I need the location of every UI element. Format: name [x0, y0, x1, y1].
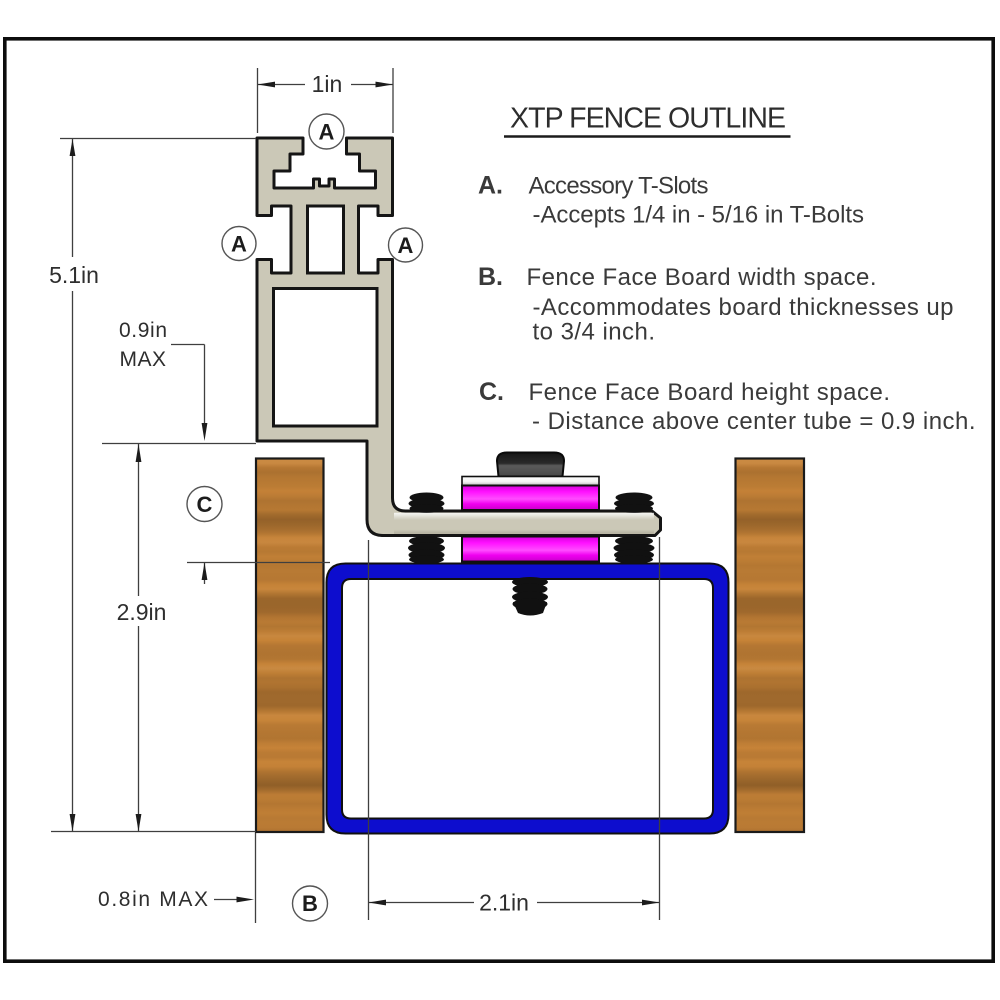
svg-text:C.: C. — [479, 378, 504, 406]
svg-text:0.9in: 0.9in — [119, 319, 167, 342]
svg-text:2.9in: 2.9in — [117, 599, 167, 625]
svg-text:A: A — [319, 120, 335, 145]
svg-text:Accessory T-Slots: Accessory T-Slots — [529, 173, 709, 200]
svg-text:Fence Face Board width space.: Fence Face Board width space. — [527, 264, 877, 291]
svg-text:C: C — [197, 492, 213, 517]
svg-text:Fence Face Board height space.: Fence Face Board height space. — [529, 379, 891, 406]
svg-text:A.: A. — [478, 172, 503, 200]
svg-text:B: B — [302, 891, 318, 916]
svg-text:A: A — [231, 232, 247, 257]
svg-text:2.1in: 2.1in — [479, 890, 529, 916]
svg-text:0.8in MAX: 0.8in MAX — [98, 888, 208, 911]
svg-text:XTP FENCE OUTLINE: XTP FENCE OUTLINE — [510, 103, 786, 135]
svg-text:- Distance above center tube =: - Distance above center tube = 0.9 inch. — [532, 408, 976, 435]
svg-text:-Accommodates board thicknesse: -Accommodates board thicknesses up — [533, 294, 954, 321]
svg-text:1in: 1in — [312, 71, 343, 97]
svg-text:-Accepts 1/4 in - 5/16 in T-Bo: -Accepts 1/4 in - 5/16 in T-Bolts — [533, 202, 865, 229]
svg-text:5.1in: 5.1in — [49, 262, 99, 288]
svg-text:to 3/4 inch.: to 3/4 inch. — [533, 319, 656, 346]
svg-text:MAX: MAX — [120, 348, 167, 371]
svg-text:B.: B. — [478, 263, 503, 291]
svg-text:A: A — [398, 233, 414, 258]
